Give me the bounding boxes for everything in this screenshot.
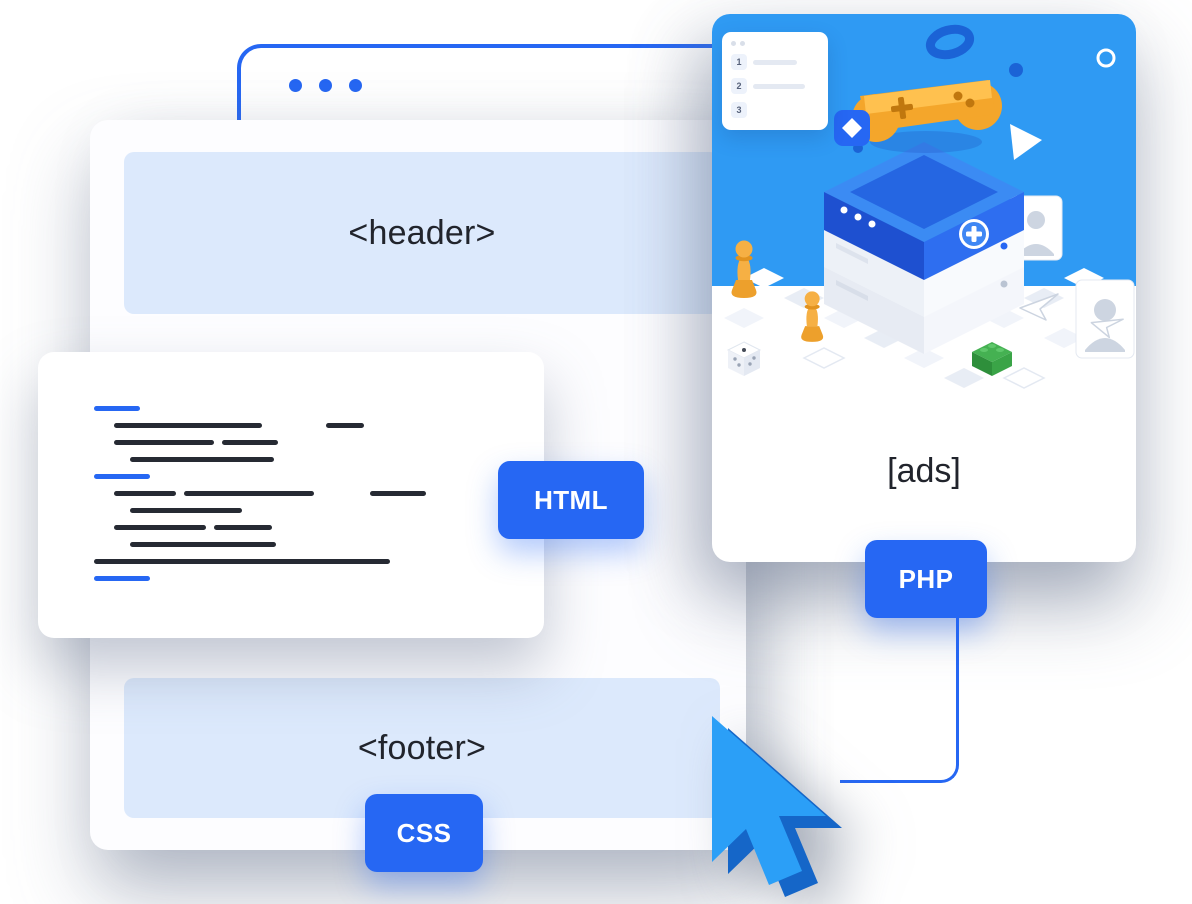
- mini-browser-toolbar: [731, 41, 819, 46]
- ads-card: 1 2 3 [ads]: [712, 14, 1136, 562]
- mini-browser-panel: 1 2 3: [722, 32, 828, 130]
- controller-shadow: [870, 131, 982, 153]
- browser-dot-icon: [319, 79, 332, 92]
- css-badge: CSS: [365, 794, 483, 872]
- browser-window-outline: [237, 44, 741, 166]
- ads-label: [ads]: [887, 452, 961, 490]
- plus-badge-icon: [959, 219, 989, 249]
- row-number: 1: [731, 54, 747, 70]
- green-brick-icon: [972, 342, 1012, 376]
- photo-card: [1075, 279, 1135, 359]
- play-triangle-icon: [1010, 124, 1042, 160]
- browser-dot-icon: [289, 79, 302, 92]
- mini-browser-row: 2: [731, 78, 819, 94]
- row-line: [753, 83, 805, 89]
- browser-dot-icon: [349, 79, 362, 92]
- mini-browser-row: 1: [731, 54, 819, 70]
- paper-plane-icon: [1090, 318, 1124, 339]
- game-controller-icon: [852, 80, 1002, 142]
- diamond-badge-icon: [834, 110, 870, 146]
- header-label: <header>: [348, 213, 496, 252]
- header-block: <header>: [124, 152, 720, 314]
- row-number: 3: [731, 102, 747, 118]
- dpad-icon: [890, 96, 914, 120]
- php-badge: PHP: [865, 540, 987, 618]
- paper-plane-icon: [1019, 293, 1059, 321]
- server-stack: [824, 142, 1024, 354]
- white-ring-icon: [1096, 48, 1116, 68]
- dice-icon: [726, 341, 762, 376]
- row-line: [753, 59, 797, 65]
- row-number: 2: [731, 78, 747, 94]
- browser-window-dots: [289, 79, 362, 92]
- php-connector-line: [840, 612, 959, 783]
- cursor-icon: [712, 716, 842, 897]
- isometric-illustration: [712, 14, 1136, 389]
- code-snippet-card: [38, 352, 544, 638]
- footer-label: <footer>: [357, 728, 487, 767]
- chess-pawn-icon: [801, 291, 824, 342]
- mini-browser-row: 3: [731, 102, 819, 118]
- html-badge: HTML: [498, 461, 644, 539]
- ring-icon: [925, 24, 975, 60]
- dot-decor: [1009, 63, 1023, 77]
- code-lines: [38, 400, 544, 587]
- chess-pawn-icon: [731, 240, 757, 298]
